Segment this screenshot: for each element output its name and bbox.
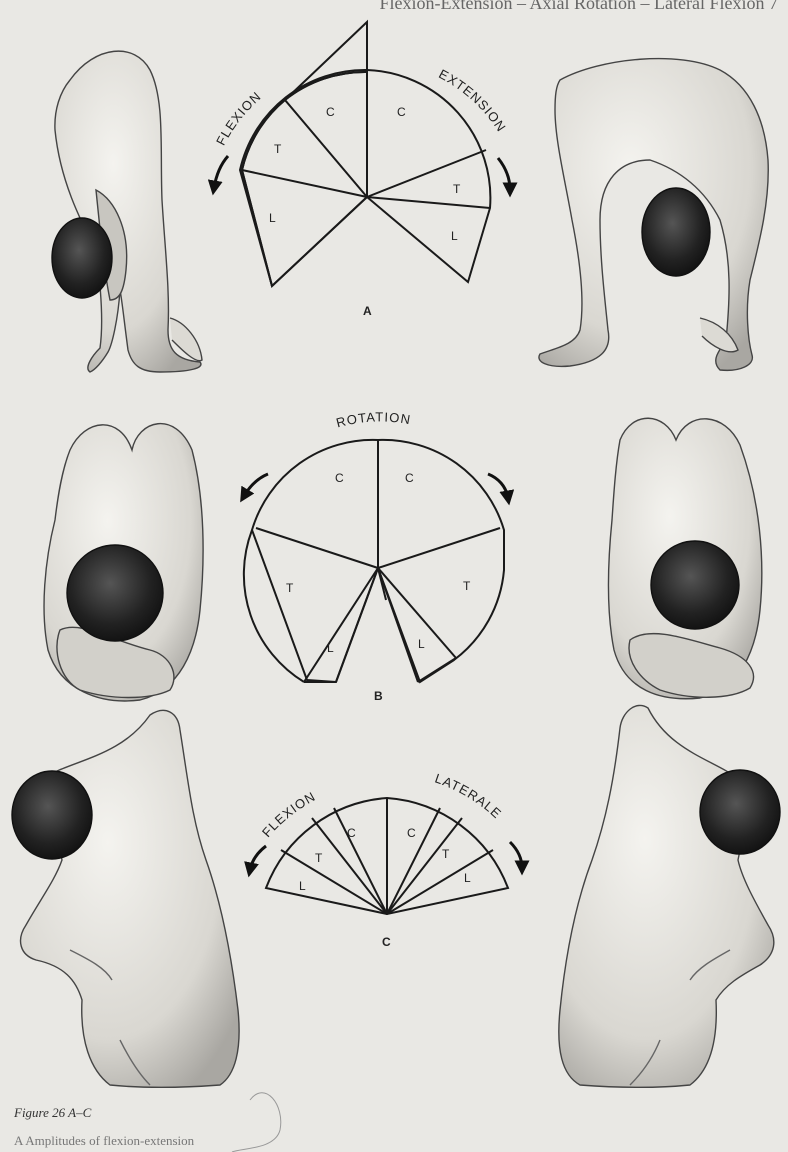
figure-forward-bend [52, 51, 202, 372]
figure-subcaption: A Amplitudes of flexion-extension [14, 1133, 194, 1149]
diagram-b-label: B [374, 689, 383, 703]
diagram-c-sector-3: T [442, 847, 450, 861]
diagram-a-arrow-left-text: FLEXION [213, 88, 264, 147]
figure-lateral-flexion-right [559, 705, 780, 1087]
diagram-c-sector-4: L [299, 879, 306, 893]
figure-backbend [539, 59, 768, 371]
diagram-b-sector-3: T [463, 579, 471, 593]
diagram-a-arrow-left-icon [214, 156, 228, 188]
diagram-b-labels: C C T T L L B ROTATION [244, 409, 508, 703]
diagram-b-sector-5: L [418, 637, 425, 651]
diagram-a-sector-3: T [453, 182, 461, 196]
diagram-a-sector-2: T [274, 142, 282, 156]
paper-stray-mark [232, 1093, 281, 1152]
diagram-a-label: A [363, 304, 372, 318]
diagram-b [244, 440, 504, 682]
diagram-b-sector-1: C [405, 471, 414, 485]
diagram-c-sector-2: T [315, 851, 323, 865]
figure-rotation-left [44, 424, 203, 701]
diagram-a-arrow-right-icon [498, 158, 510, 190]
diagram-c-label: C [382, 935, 391, 949]
diagram-b-arrow-right-icon [488, 474, 508, 498]
diagram-a-sector-5: L [451, 229, 458, 243]
diagram-b-sector-0: C [335, 471, 344, 485]
diagram-a-sector-1: C [397, 105, 406, 119]
diagram-c-arrow-left-text: FLEXION [259, 789, 318, 840]
diagram-c-sector-1: C [407, 826, 416, 840]
diagram-a-arrow-right-text: EXTENSION [436, 66, 509, 134]
diagram-c-sector-5: L [464, 871, 471, 885]
diagram-c [266, 798, 508, 914]
diagram-b-sector-2: T [286, 581, 294, 595]
figure-rotation-right [609, 418, 762, 698]
diagram-a-sector-4: L [269, 211, 276, 225]
figure-lateral-flexion-left [12, 710, 239, 1087]
diagram-c-sector-0: C [347, 826, 356, 840]
diagram-a-sector-0: C [326, 105, 335, 119]
diagram-c-arrow-right-icon [510, 842, 522, 868]
diagram-b-sector-4: L [327, 641, 334, 655]
diagram-c-arrow-left-icon [250, 846, 266, 870]
figure-caption: Figure 26 A–C [14, 1105, 91, 1121]
diagram-b-arrow-text: ROTATION [335, 409, 413, 430]
diagram-b-arrow-left-icon [244, 474, 268, 496]
